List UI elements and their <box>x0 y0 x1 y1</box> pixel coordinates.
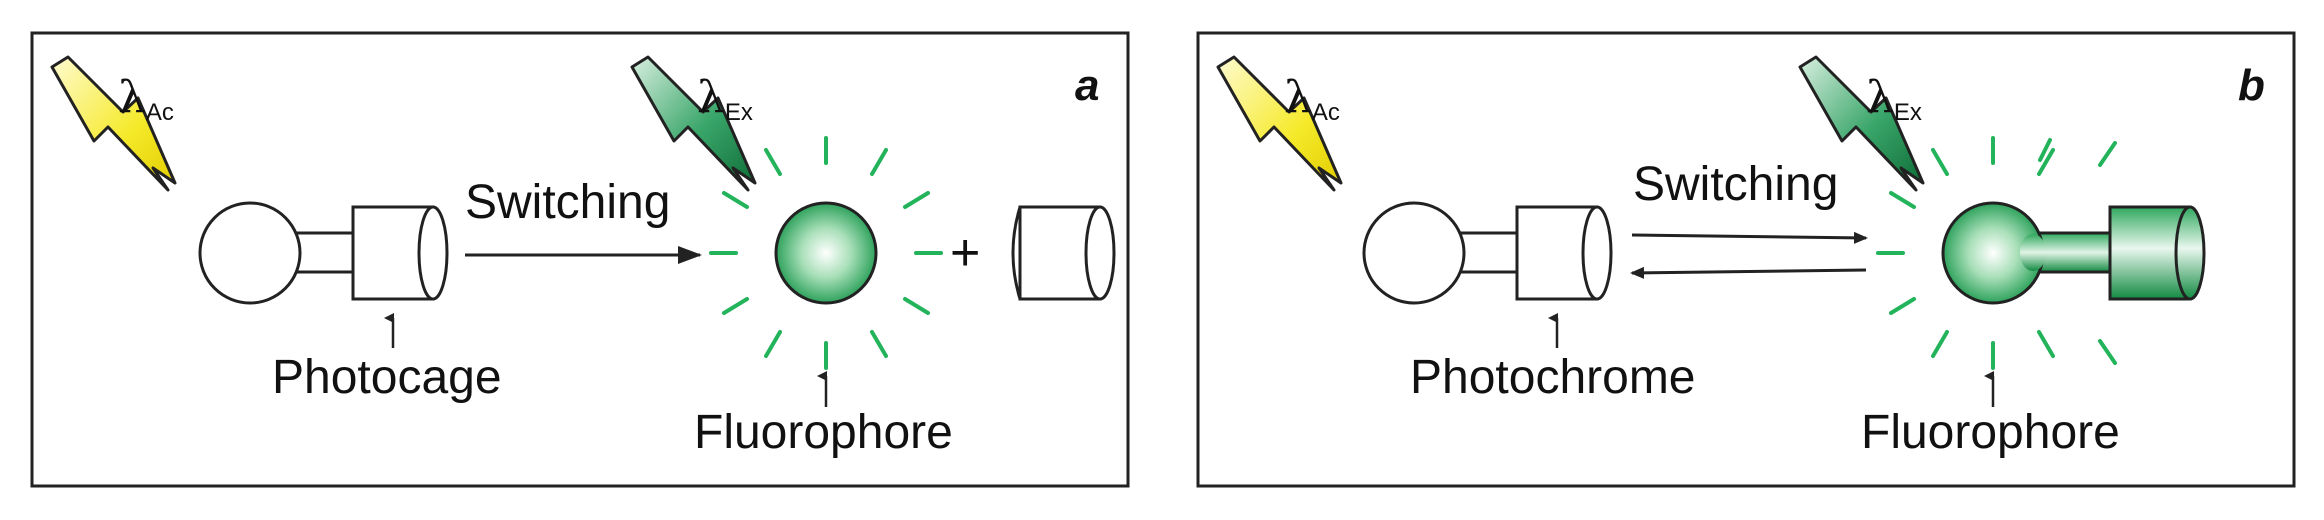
molecule-sphere <box>198 201 302 305</box>
lambda-ac-label: λAc <box>1284 72 1340 126</box>
switching-label: Switching <box>465 176 670 229</box>
lambda-ac-label: λAc <box>118 72 174 126</box>
fluorophore-closed-form <box>1941 201 2206 305</box>
photocage-molecule <box>198 201 449 305</box>
fluorophore-label: Fluorophore <box>694 406 953 459</box>
panel-a: a λAc λEx Photocage Switching <box>30 31 1130 488</box>
photochrome-molecule <box>1362 201 1613 305</box>
switching-label: Switching <box>1633 158 1838 211</box>
photochrome-label: Photochrome <box>1410 351 1696 404</box>
panel-b-letter: b <box>2238 61 2265 110</box>
fluorophore-sphere <box>774 201 878 305</box>
photocage-label: Photocage <box>272 351 502 404</box>
molecule-cylinder-face <box>417 205 449 301</box>
excitation-light-bolt-icon <box>1798 55 1925 192</box>
panel-a-letter: a <box>1075 61 1099 110</box>
lambda-ex-label: λEx <box>697 72 753 126</box>
activation-light-bolt-icon <box>50 55 177 192</box>
excitation-light-bolt-icon <box>630 55 757 192</box>
fluorescence-rays-icon <box>1876 136 2117 370</box>
released-cage <box>1011 205 1116 301</box>
fluorophore-label: Fluorophore <box>1861 406 2120 459</box>
switching-forward-arrow <box>1631 231 1868 244</box>
fluorescence-rays-icon <box>709 136 943 370</box>
switching-reverse-arrow <box>1630 266 1867 279</box>
plus-sign: + <box>950 224 980 282</box>
panel-b: b λAc λEx Photochrome Switching <box>1196 31 2296 488</box>
activation-light-bolt-icon <box>1216 55 1343 192</box>
lambda-ex-label: λEx <box>1866 72 1922 126</box>
